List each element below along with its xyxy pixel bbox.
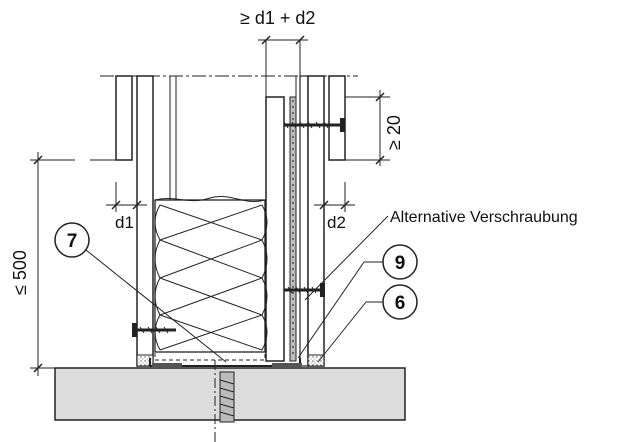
callout-9: 9 <box>297 244 418 359</box>
dim-top-label: ≥ d1 + d2 <box>240 8 315 28</box>
screw-left <box>132 323 176 337</box>
dim-d1: d1 <box>106 182 147 232</box>
track-pad-left <box>152 363 182 368</box>
dim-d1-label: d1 <box>115 213 134 232</box>
svg-text:9: 9 <box>395 253 406 274</box>
dim-d2: d2 <box>314 182 355 232</box>
dim-right-label: ≥ 20 <box>384 115 404 150</box>
dim-top: ≥ d1 + d2 <box>240 8 315 97</box>
track-pad-right <box>272 363 302 368</box>
screw-top <box>283 118 345 132</box>
svg-text:6: 6 <box>395 293 406 314</box>
dim-left: ≤ 500 <box>10 152 116 376</box>
insulation <box>154 196 268 361</box>
right-wall <box>265 75 346 367</box>
callout-7: 7 <box>54 222 227 363</box>
dim-d2-label: d2 <box>327 213 346 232</box>
callout-6: 6 <box>317 284 418 363</box>
alt-screw-leader <box>304 215 389 301</box>
dim-right: ≥ 20 <box>345 90 404 166</box>
screw-mid <box>284 283 325 297</box>
floor-anchor <box>219 371 235 423</box>
alt-screw-label: Alternative Verschraubung <box>390 209 578 226</box>
svg-text:7: 7 <box>67 231 78 252</box>
dim-left-label: ≤ 500 <box>10 250 30 295</box>
